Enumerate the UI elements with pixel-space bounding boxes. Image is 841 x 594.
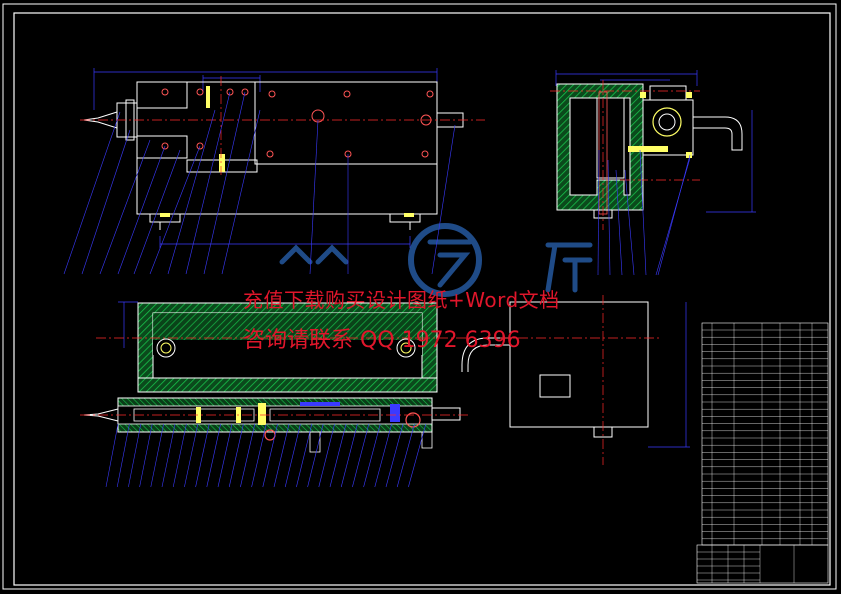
leader-line <box>63 111 121 275</box>
leader-line <box>240 423 256 488</box>
leader-line <box>607 159 611 276</box>
leader-line <box>655 157 691 276</box>
leader-line <box>309 119 319 275</box>
drawing-frame <box>2 3 837 590</box>
leader-line <box>167 109 216 275</box>
parts-list-table <box>696 322 829 584</box>
leader-line <box>408 423 427 488</box>
leader-line <box>203 91 246 275</box>
leader-line <box>340 423 358 488</box>
leader-line <box>161 423 176 488</box>
leader-line <box>296 423 313 488</box>
leader-line <box>221 109 261 275</box>
leader-line <box>149 145 201 275</box>
watermark-contact-text: 咨询请联系 QQ 1972 6396 <box>243 328 521 353</box>
leader-line <box>284 423 301 488</box>
leader-line <box>385 423 404 488</box>
leader-line <box>273 423 290 488</box>
leader-line <box>431 124 456 275</box>
leader-line <box>624 169 635 276</box>
leader-line <box>172 423 187 488</box>
leader-line <box>363 423 381 488</box>
leader-line <box>81 129 131 275</box>
leader-line <box>657 154 691 276</box>
leader-line <box>206 423 221 488</box>
top-view <box>461 295 690 465</box>
leader-line <box>396 423 415 488</box>
leader-line <box>374 423 392 488</box>
leader-line <box>307 423 324 488</box>
leader-line <box>105 423 119 488</box>
leader-line <box>217 423 233 488</box>
leader-line <box>99 139 151 275</box>
leader-line <box>228 423 244 488</box>
leader-line <box>615 169 623 276</box>
leader-line <box>116 423 130 488</box>
leader-line <box>139 423 153 488</box>
leader-line <box>329 423 347 488</box>
leader-line <box>195 423 210 488</box>
leader-line <box>185 91 231 275</box>
leader-line <box>597 149 600 276</box>
watermark-download-text: 充值下载购买设计图纸+Word文档 <box>243 288 560 312</box>
leader-line <box>352 423 370 488</box>
front-view <box>80 68 485 248</box>
section-view <box>80 301 470 453</box>
company-logo-icon <box>279 223 593 297</box>
leader-line <box>184 423 199 488</box>
leader-line <box>262 423 278 488</box>
leader-line <box>639 149 647 276</box>
leader-line <box>318 423 335 488</box>
leader-line <box>128 423 142 488</box>
leader-line <box>133 149 181 275</box>
leader-line <box>251 423 267 488</box>
leader-line <box>117 145 166 275</box>
leader-line <box>150 423 164 488</box>
side-view <box>550 70 756 230</box>
